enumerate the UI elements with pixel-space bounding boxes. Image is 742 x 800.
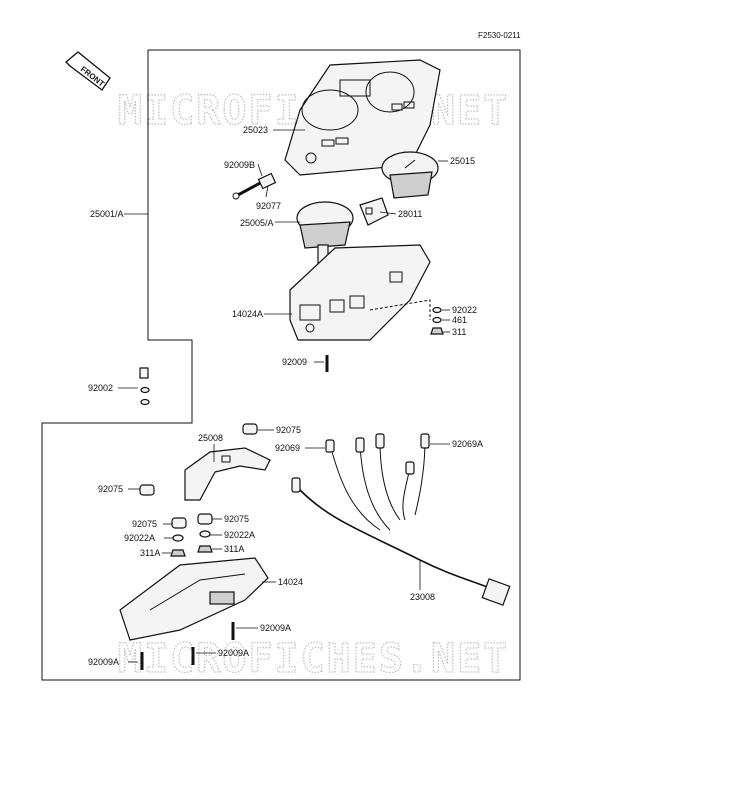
indicator-28011 (359, 197, 389, 226)
label-25023: 25023 (243, 125, 268, 135)
meter-case-14024a (289, 244, 431, 341)
label-14024a: 14024A (232, 309, 263, 319)
label-92022: 92022 (452, 305, 477, 315)
screw-92009b (232, 180, 263, 200)
label-461: 461 (452, 315, 467, 325)
label-25015: 25015 (450, 156, 475, 166)
grommet-92075-left (139, 484, 155, 496)
label-14024: 14024 (278, 577, 303, 587)
nut-stack-upper (430, 306, 444, 335)
label-92009: 92009 (282, 357, 307, 367)
label-28011: 28011 (398, 209, 422, 219)
label-92077: 92077 (256, 201, 281, 211)
label-92075-left: 92075 (98, 484, 123, 494)
meter-cover-25023 (284, 59, 441, 176)
label-92009b: 92009B (224, 160, 255, 170)
front-arrow-icon: FRONT (65, 51, 111, 91)
label-25005a: 25005/A (240, 218, 274, 228)
lower-cover-14024 (119, 557, 269, 641)
leader-lines (118, 129, 450, 663)
label-92075-upper: 92075 (276, 425, 301, 435)
screw-set-92002 (139, 367, 150, 406)
label-92022a-left: 92022A (124, 533, 155, 543)
label-92022a-right: 92022A (224, 530, 255, 540)
wire-harness-23008 (291, 433, 511, 606)
label-92069a: 92069A (452, 439, 483, 449)
label-311a-right: 311A (224, 544, 244, 554)
grommet-92075-lower-right (197, 513, 213, 525)
nut-stack-lower (170, 530, 213, 557)
speedometer-25005a (296, 201, 354, 264)
tachometer-25015 (381, 151, 439, 199)
grommet-92075-lower-left (171, 517, 187, 529)
label-92009a-left: 92009A (88, 657, 119, 667)
label-92009a-middle: 92009A (218, 648, 249, 658)
label-92069: 92069 (275, 443, 300, 453)
label-25001a: 25001/A (90, 209, 124, 219)
assembly-outline (41, 49, 521, 681)
label-92075-lower-right: 92075 (224, 514, 249, 524)
label-25008: 25008 (198, 433, 223, 443)
label-92075-lower-left: 92075 (132, 519, 157, 529)
collar-92077 (257, 172, 277, 190)
watermark-bottom: MICROFICHES.NET (118, 636, 509, 682)
grommet-92075-upper (242, 423, 258, 435)
figure-code: F2530-0211 (478, 31, 521, 40)
label-92009a-right: 92009A (260, 623, 291, 633)
bracket-25008 (184, 447, 271, 501)
label-311a-left: 311A (140, 548, 160, 558)
label-311: 311 (452, 327, 466, 337)
label-92002: 92002 (88, 383, 113, 393)
label-23008: 23008 (410, 592, 435, 602)
